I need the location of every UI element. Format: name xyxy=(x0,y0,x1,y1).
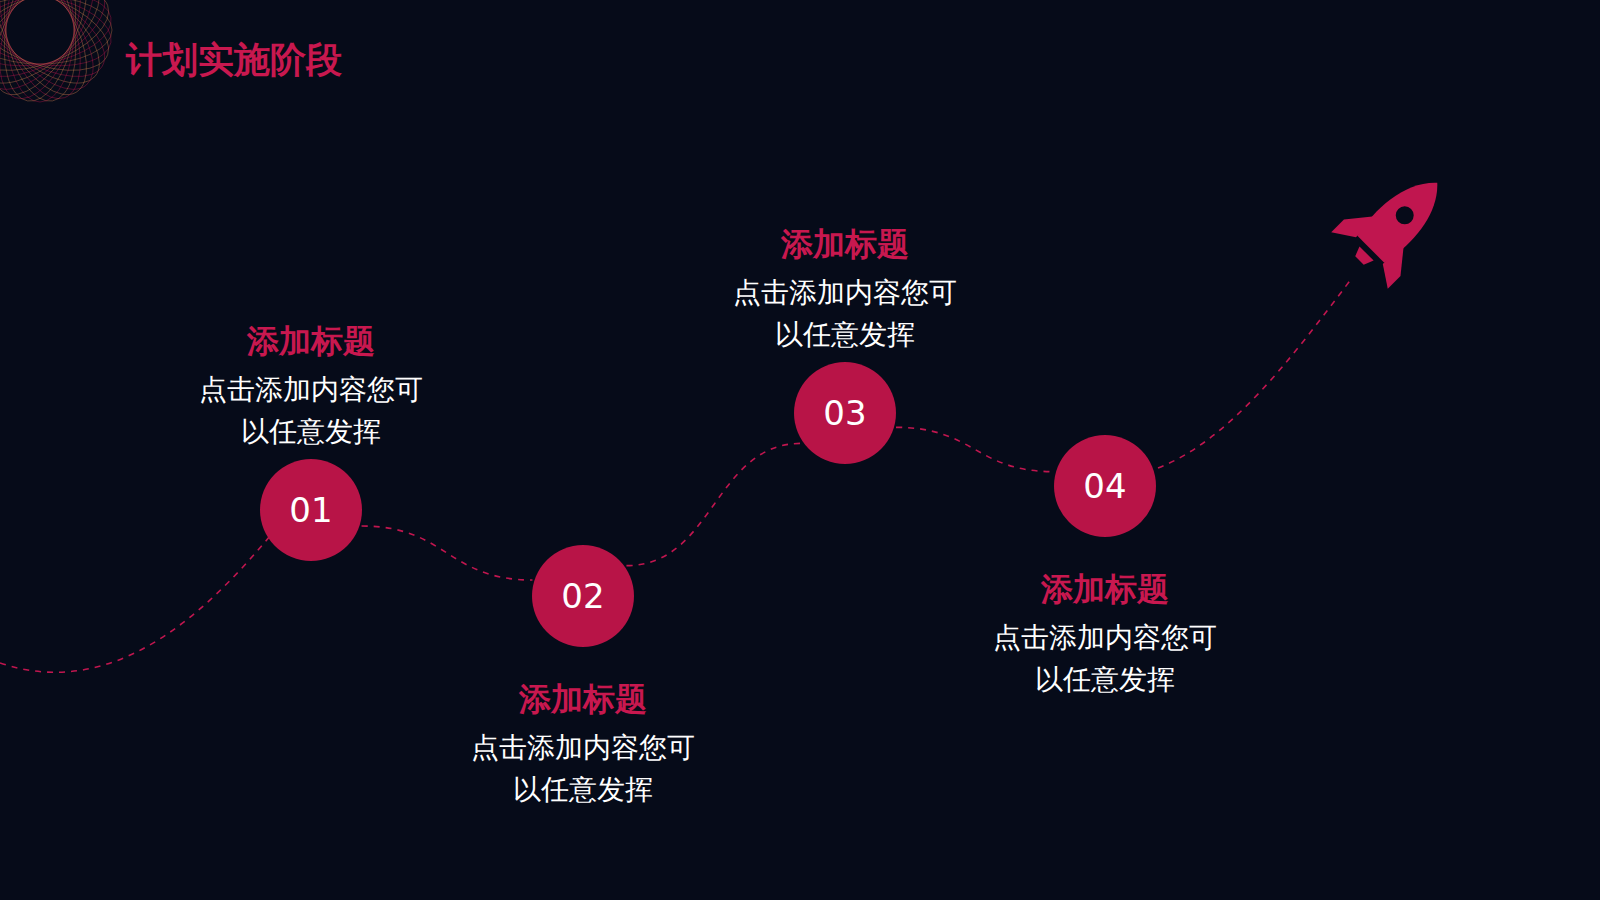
dashed-connector xyxy=(626,443,801,565)
step-heading: 添加标题 xyxy=(161,321,461,363)
path-dash xyxy=(1158,278,1352,468)
orb-stroke xyxy=(0,0,112,107)
dashed-connector xyxy=(362,526,533,580)
orb-stroke xyxy=(0,0,112,107)
step-body: 点击添加内容您可以任意发挥 xyxy=(980,617,1230,701)
step-number: 04 xyxy=(1083,469,1126,503)
orb-stroke xyxy=(0,0,97,109)
step-number: 01 xyxy=(289,493,332,527)
orb-stroke xyxy=(0,0,86,107)
step-circle: 03添加标题点击添加内容您可以任意发挥 xyxy=(794,362,896,464)
orb-stroke xyxy=(0,0,119,95)
step-caption: 添加标题点击添加内容您可以任意发挥 xyxy=(695,224,995,356)
orb-stroke xyxy=(0,0,97,109)
step-number: 02 xyxy=(561,579,604,613)
step-body: 点击添加内容您可以任意发挥 xyxy=(720,272,970,356)
orb-stroke xyxy=(0,0,86,107)
step-circle: 01添加标题点击添加内容您可以任意发挥 xyxy=(260,459,362,561)
step-circle: 04添加标题点击添加内容您可以任意发挥 xyxy=(1054,435,1156,537)
orb-stroke xyxy=(0,0,119,87)
orb-stroke xyxy=(0,0,117,76)
step-body: 点击添加内容您可以任意发挥 xyxy=(186,369,436,453)
rocket-icon xyxy=(1331,154,1465,288)
step-circle: 02添加标题点击添加内容您可以任意发挥 xyxy=(532,545,634,647)
step-caption: 添加标题点击添加内容您可以任意发挥 xyxy=(161,321,461,453)
step-heading: 添加标题 xyxy=(433,679,733,721)
orb-stroke xyxy=(6,0,74,102)
wireframe-orb xyxy=(0,0,119,109)
step-heading: 添加标题 xyxy=(695,224,995,266)
step-number: 03 xyxy=(823,396,866,430)
step-body: 点击添加内容您可以任意发挥 xyxy=(458,727,708,811)
step-heading: 添加标题 xyxy=(955,569,1255,611)
slide-title: 计划实施阶段 xyxy=(126,36,342,85)
orb-stroke xyxy=(0,0,105,109)
dashed-connector xyxy=(896,427,1054,471)
orb-stroke xyxy=(0,0,105,109)
orb-stroke xyxy=(0,0,117,102)
orb-stroke xyxy=(0,0,117,102)
step-caption: 添加标题点击添加内容您可以任意发挥 xyxy=(955,569,1255,701)
step-caption: 添加标题点击添加内容您可以任意发挥 xyxy=(433,679,733,811)
path-dash xyxy=(0,536,270,672)
